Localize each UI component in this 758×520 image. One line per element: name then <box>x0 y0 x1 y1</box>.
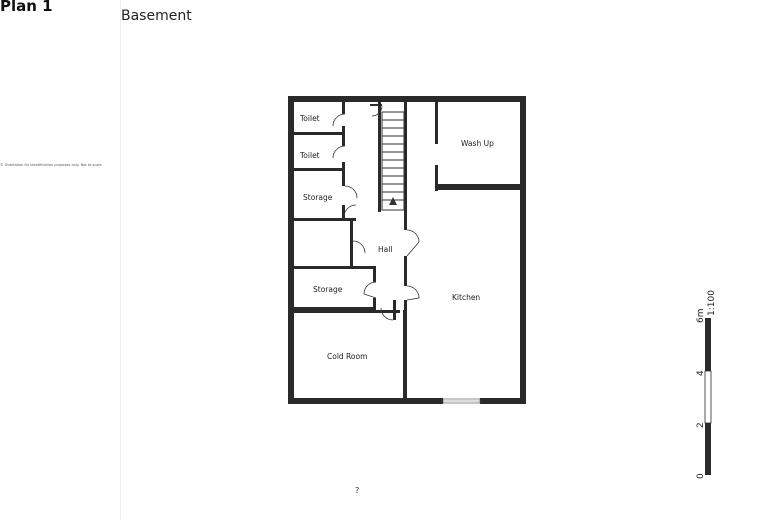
room-label-storage-1: Storage <box>303 193 333 202</box>
room-label-kitchen: Kitchen <box>452 293 480 302</box>
window <box>442 398 481 404</box>
scale-tick-6m: 6m <box>696 309 706 324</box>
page-margin-line <box>120 0 121 520</box>
scale-tick-0: 0 <box>696 473 706 479</box>
room-label-hall: Hall <box>378 245 392 254</box>
room-labels: Toilet Toilet Storage Hall Storage Cold … <box>299 114 494 361</box>
stray-mark: ? <box>355 486 360 495</box>
stair-direction-arrow-icon <box>389 197 397 205</box>
scale-tick-2: 2 <box>696 422 706 428</box>
room-label-storage-2: Storage <box>313 285 343 294</box>
plan-title: Plan 1 <box>0 0 53 15</box>
room-label-toilet-2: Toilet <box>299 151 320 160</box>
scale-tick-4: 4 <box>696 370 706 376</box>
scale-bar: 0 2 4 6m 1:100 <box>696 290 717 479</box>
walls <box>288 96 526 404</box>
scale-ratio: 1:100 <box>707 290 717 316</box>
room-label-toilet-1: Toilet <box>299 114 320 123</box>
stairs <box>381 111 405 211</box>
room-label-wash-up: Wash Up <box>461 139 494 148</box>
room-label-cold-room: Cold Room <box>327 352 367 361</box>
copyright-note: © Illustration for identification purpos… <box>0 163 103 167</box>
floor-title: Basement <box>121 8 192 24</box>
door-swings <box>332 105 420 321</box>
